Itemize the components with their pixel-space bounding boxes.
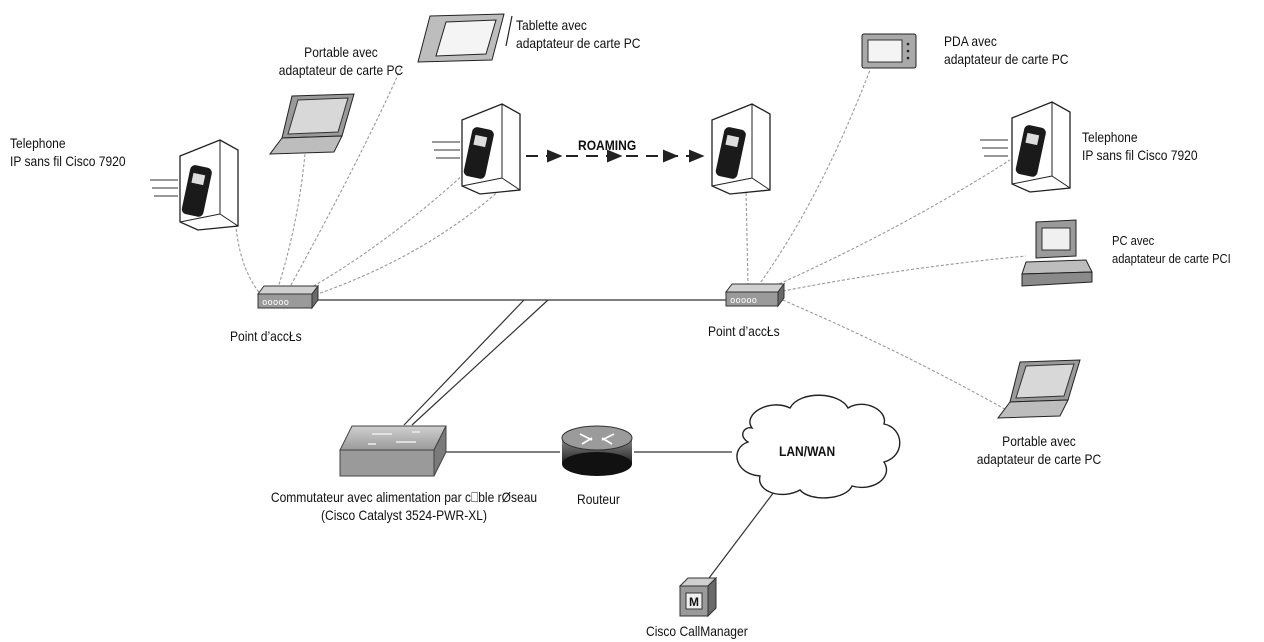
svg-text:ooooo: ooooo <box>730 296 757 306</box>
lan-wan-cloud-icon <box>736 394 901 499</box>
laptop-right-label-line2: adaptateur de carte PC <box>976 451 1102 467</box>
wireless-link-phone-right <box>769 159 1011 289</box>
pda-label-line2: adaptateur de carte PC <box>944 51 1069 67</box>
pc-label-line1: PC avec <box>1112 233 1155 248</box>
switch-label-line2: (Cisco Catalyst 3524-PWR-XL) <box>321 507 487 523</box>
tablet-label-line2: adaptateur de carte PC <box>516 35 641 51</box>
wireless-link-phone-roam-left-2 <box>305 189 501 299</box>
wireless-link-phone-roam-left <box>295 173 465 297</box>
svg-text:ooooo: ooooo <box>262 298 289 308</box>
wireless-link-pc <box>777 255 1027 293</box>
phone-left-icon <box>150 139 239 231</box>
pc-label-line2: adaptateur de carte PCI <box>1112 251 1231 266</box>
switch-icon <box>339 425 447 477</box>
callmanager-icon-letter: M <box>689 595 699 609</box>
access-point-right: ooooo <box>725 282 785 308</box>
laptop-left-label: Portable avec adaptateur de carte PC <box>261 43 421 79</box>
switch-label-line1: Commutateur avec alimentation par c⎕ble … <box>270 489 538 505</box>
callmanager-icon <box>678 576 718 618</box>
laptop-left-label-line1: Portable avec <box>304 44 378 60</box>
tablet-label: Tablette avec adaptateur de carte PC <box>516 16 640 52</box>
phone-left-label-line1: Telephone <box>10 135 66 151</box>
wireless-link-phone-roam-right <box>745 189 749 287</box>
router-label: Routeur <box>577 491 620 507</box>
roaming-arrow <box>526 149 705 163</box>
wireless-links <box>235 65 1027 413</box>
laptop-left-label-line2: adaptateur de carte PC <box>278 62 404 78</box>
switch-label: Commutateur avec alimentation par c⎕ble … <box>225 488 583 524</box>
phone-roam-right-icon <box>711 103 771 195</box>
wireless-link-tablet <box>285 65 403 295</box>
pda-label: PDA avec adaptateur de carte PC <box>944 32 1068 68</box>
pc-icon <box>1021 219 1093 287</box>
pda-icon <box>861 33 917 69</box>
phone-right-icon <box>980 101 1071 193</box>
router-icon <box>561 425 633 476</box>
access-point-left: ooooo <box>257 284 319 310</box>
phone-right-label-line1: Telephone <box>1082 129 1138 145</box>
switch-uplink <box>403 299 549 426</box>
wireless-link-pda <box>757 69 871 287</box>
cloud-label: LAN/WAN <box>779 443 836 459</box>
callmanager-label: Cisco CallManager <box>646 623 748 639</box>
phone-right-label-line2: IP sans fil Cisco 7920 <box>1082 147 1198 163</box>
laptop-right-icon <box>996 359 1081 419</box>
pda-label-line1: PDA avec <box>944 33 997 49</box>
laptop-left-icon <box>268 93 355 155</box>
laptop-right-label-line1: Portable avec <box>1002 433 1076 449</box>
wired-links <box>316 299 775 591</box>
laptop-right-label: Portable avec adaptateur de carte PC <box>959 432 1119 468</box>
wireless-link-laptop-left <box>275 141 307 295</box>
tablet-icon <box>417 13 513 63</box>
wireless-link-phone-left <box>235 225 263 297</box>
wireless-link-laptop-right <box>777 297 1011 413</box>
tablet-label-line1: Tablette avec <box>516 17 587 33</box>
phone-left-label-line2: IP sans fil Cisco 7920 <box>10 153 126 169</box>
phone-roam-left-icon <box>432 103 521 195</box>
access-point-right-label: Point d’accŁs <box>708 323 780 339</box>
roaming-label: ROAMING <box>578 137 637 153</box>
phone-right-label: Telephone IP sans fil Cisco 7920 <box>1082 128 1198 164</box>
access-point-left-label: Point d’accŁs <box>230 328 302 344</box>
cloud-callmanager-link <box>699 491 775 591</box>
phone-left-label: Telephone IP sans fil Cisco 7920 <box>10 134 126 170</box>
pc-label: PC avec adaptateur de carte PCI <box>1112 232 1231 268</box>
